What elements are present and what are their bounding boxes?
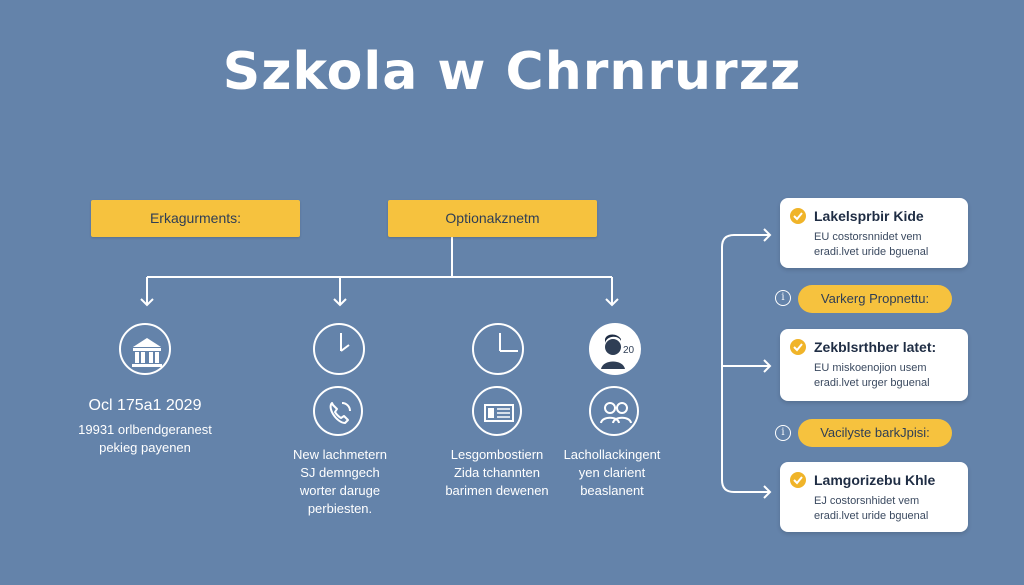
info-icon[interactable]: i	[775, 290, 791, 306]
building-icon	[119, 323, 171, 375]
check-icon	[790, 208, 806, 224]
tag-property: Varkerg Propnettu:	[798, 285, 952, 313]
col2-line1: New lachmetern	[293, 447, 387, 462]
info-icon[interactable]: i	[775, 425, 791, 441]
col2-line2: SJ demngech	[300, 465, 380, 480]
page-title: Szkola w Chrnrurzz	[222, 42, 802, 102]
col4-line3: beaslanent	[580, 483, 644, 498]
portrait-badge: 20	[623, 345, 635, 356]
card-line: eradi.lvet uride bguenal	[814, 246, 929, 258]
pill-center: Optionakznetm	[388, 200, 597, 237]
card-line: eradi.lvet urger bguenal	[814, 377, 930, 389]
card-title: Zekblsrthber latet:	[814, 339, 937, 355]
card-title: Lakelsprbir Kide	[814, 208, 924, 224]
clock-icon	[313, 323, 365, 375]
document-icon	[472, 386, 522, 436]
card-line: EJ costorsnhidet vem	[814, 495, 920, 507]
col3-line1: Lesgombostiern	[450, 447, 544, 462]
col3-line2: Zida tchannten	[453, 465, 540, 480]
check-icon	[790, 472, 806, 488]
col1-line3: pekieg payenen	[99, 440, 191, 455]
card-line: eradi.lvet uride bguenal	[814, 510, 929, 522]
check-icon	[790, 339, 806, 355]
tag-backup: Vacilyste barkJpisi:	[798, 419, 952, 447]
people-icon	[589, 386, 639, 436]
person-icon: 20	[589, 323, 641, 375]
card-1[interactable]: Lakelsprbir Kide EU costorsnnidet vem er…	[780, 198, 968, 268]
card-2[interactable]: Zekblsrthber latet: EU miskoenojion usem…	[780, 329, 968, 401]
col2-line4: perbiesten.	[307, 501, 373, 516]
col1-date: Ocl 175a1 2029	[88, 397, 202, 414]
card-line: EU miskoenojion usem	[814, 362, 927, 374]
col4-line2: yen clarient	[578, 465, 646, 480]
tag-label: Vacilyste barkJpisi:	[820, 425, 930, 440]
tag-label: Varkerg Propnettu:	[820, 291, 930, 306]
pill-center-label: Optionakznetm	[445, 210, 540, 226]
col3-line3: barimen dewenen	[445, 483, 549, 498]
col1-line2: 19931 orlbendgeranest	[78, 422, 212, 437]
col4-line1: Lachollackingent	[563, 447, 661, 462]
pill-left: Erkagurments:	[91, 200, 300, 237]
phone-icon	[313, 386, 363, 436]
col2-line3: worter daruge	[299, 483, 381, 498]
card-line: EU costorsnnidet vem	[814, 231, 922, 243]
clock-icon	[472, 323, 524, 375]
card-title: Lamgorizebu Khle	[814, 472, 936, 488]
card-3[interactable]: Lamgorizebu Khle EJ costorsnhidet vem er…	[780, 462, 968, 532]
pill-left-label: Erkagurments:	[149, 210, 242, 226]
